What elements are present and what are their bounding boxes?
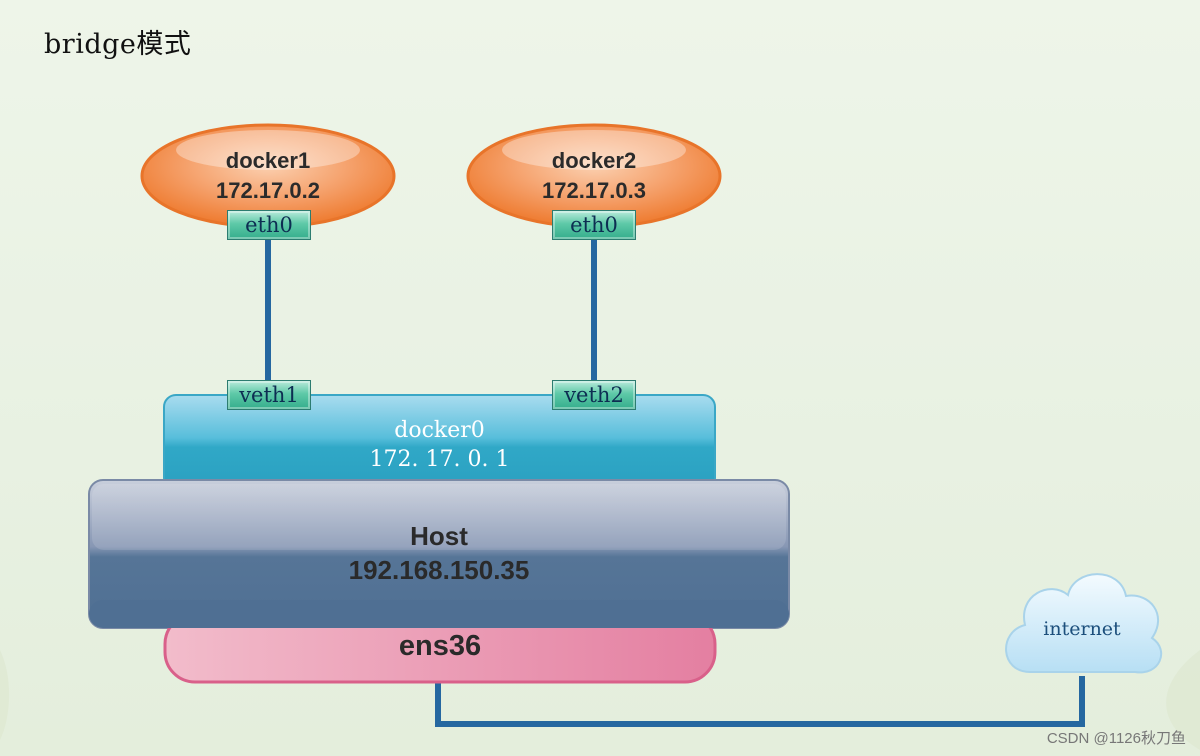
veth1-interface: veth1 (227, 380, 311, 410)
host-name: Host (410, 521, 468, 551)
diagram-title: bridge模式 (44, 29, 192, 60)
leaf-decoration-right (1166, 650, 1200, 750)
internet-cloud-icon (1005, 573, 1163, 674)
veth2-interface: veth2 (552, 380, 636, 410)
container-docker2-ip: 172.17.0.3 (542, 178, 646, 203)
link-ens36-internet (435, 676, 1085, 727)
leaf-decoration-left (0, 650, 10, 740)
docker1-eth0-interface: eth0 (227, 210, 311, 240)
docker2-eth0-interface: eth0 (552, 210, 636, 240)
container-docker2-name: docker2 (551, 148, 637, 173)
bridge-name: docker0 (394, 418, 485, 443)
container-docker1-ip: 172.17.0.2 (216, 178, 320, 203)
watermark: CSDN @1126秋刀鱼 (1046, 730, 1186, 747)
host-ip: 192.168.150.35 (348, 555, 530, 585)
container-docker1-name: docker1 (225, 148, 311, 173)
host-shape (88, 479, 790, 629)
bridge-ip: 172. 17. 0. 1 (369, 447, 510, 472)
host-shape-bottom (89, 600, 789, 628)
container-docker1-shape (140, 123, 396, 229)
nic-name: ens36 (398, 630, 482, 662)
internet-label: internet (1043, 618, 1121, 640)
